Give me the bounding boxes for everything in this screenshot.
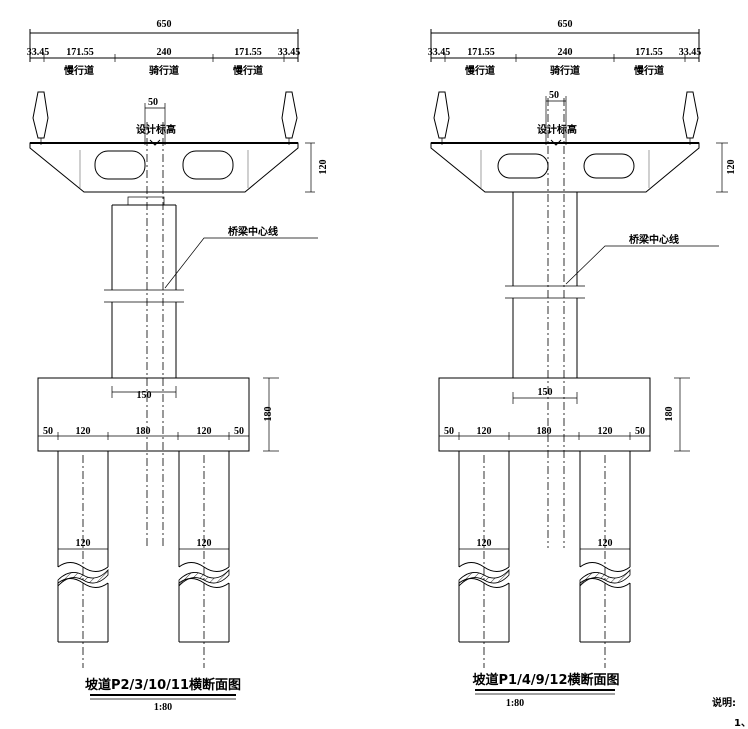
cap-segment-3: 180	[136, 426, 151, 437]
railing-left	[433, 91, 450, 145]
pier-column	[505, 192, 585, 378]
girder-height: 120	[726, 160, 737, 175]
drawing-scale-left: 1:80	[154, 702, 172, 713]
deck-segment-4: 171.55	[635, 47, 663, 58]
cap-segment-5: 50	[234, 426, 244, 437]
box-girder	[430, 142, 700, 193]
drawing-title-right: 坡道P1/4/9/12横断面图	[473, 672, 620, 688]
deck-segment-2: 171.55	[467, 47, 495, 58]
cap-segment-1: 50	[444, 426, 454, 437]
deck-total-width: 650	[157, 19, 172, 30]
deck-segment-1: 33.45	[428, 47, 451, 58]
pier-column	[104, 196, 184, 378]
railing-right	[682, 91, 699, 145]
centerline-offset: 50	[148, 97, 158, 108]
lane-label-center: 骑行道	[149, 64, 179, 77]
cap-segment-4: 120	[598, 426, 613, 437]
lane-label-left: 慢行道	[64, 64, 94, 77]
pile-diameter-right: 120	[598, 538, 613, 549]
deck-segment-1: 33.45	[27, 47, 50, 58]
cap-segment-1: 50	[43, 426, 53, 437]
deck-segment-4: 171.55	[234, 47, 262, 58]
deck-total-width: 650	[558, 19, 573, 30]
railing-right	[281, 91, 298, 145]
design-elevation-label: 设计标高	[537, 123, 577, 136]
cap-segment-2: 120	[477, 426, 492, 437]
pile-cap	[438, 377, 651, 452]
pile-cap	[37, 377, 250, 452]
lane-label-right: 慢行道	[634, 64, 664, 77]
bridge-centerline-label: 桥梁中心线	[228, 225, 278, 238]
pile-diameter-left: 120	[76, 538, 91, 549]
notes-heading: 说明:	[712, 696, 736, 709]
deck-segment-3: 240	[157, 47, 172, 58]
deck-dimension-lines	[430, 29, 700, 62]
pier-width: 150	[137, 390, 152, 401]
girder-height: 120	[318, 160, 329, 175]
cap-segment-4: 120	[197, 426, 212, 437]
lane-label-center: 骑行道	[550, 64, 580, 77]
cross-section-right: 650 33.45 171.55 240 171.55 33.45 慢行道 骑行…	[428, 19, 737, 709]
notes-item-1: 1、	[734, 718, 748, 729]
drawing-title-left: 坡道P2/3/10/11横断面图	[85, 677, 241, 693]
cap-segment-2: 120	[76, 426, 91, 437]
notes-block: 说明: 1、	[712, 696, 748, 729]
deck-segment-5: 33.45	[278, 47, 301, 58]
cap-height: 180	[664, 407, 675, 422]
pile-diameter-left: 120	[477, 538, 492, 549]
centerline-offset: 50	[549, 90, 559, 101]
cap-segment-5: 50	[635, 426, 645, 437]
cap-height: 180	[263, 407, 274, 422]
drawing-scale-right: 1:80	[506, 698, 524, 709]
deck-segment-3: 240	[558, 47, 573, 58]
deck-dimension-lines	[29, 29, 299, 62]
lane-label-left: 慢行道	[465, 64, 495, 77]
pier-width: 150	[538, 387, 553, 398]
cap-segment-3: 180	[537, 426, 552, 437]
box-girder	[29, 142, 299, 193]
deck-segment-2: 171.55	[66, 47, 94, 58]
railing-left	[32, 91, 49, 145]
lane-label-right: 慢行道	[233, 64, 263, 77]
bridge-centerline-label: 桥梁中心线	[629, 233, 679, 246]
design-elevation-label: 设计标高	[136, 123, 176, 136]
pile-diameter-right: 120	[197, 538, 212, 549]
deck-segment-5: 33.45	[679, 47, 702, 58]
cross-section-left: 650 33.45 171.55 240 171.55 33.45 慢行道 骑行…	[27, 19, 329, 713]
